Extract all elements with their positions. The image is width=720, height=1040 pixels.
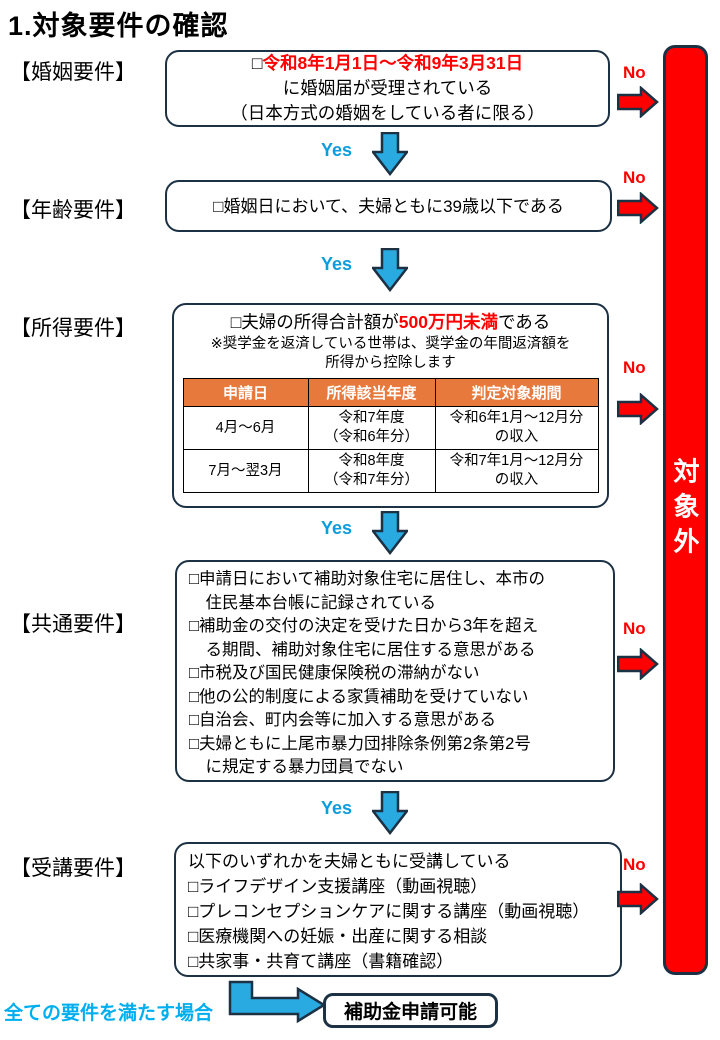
marriage-requirement-box: □令和8年1月1日～令和9年3月31日 に婚姻届が受理されている （日本方式の婚… <box>165 50 610 127</box>
excluded-bar-text: 対象外 <box>670 457 700 563</box>
marriage-line3: （日本方式の婚姻をしている者に限る） <box>230 103 545 123</box>
course-text: 以下のいずれかを夫婦ともに受講している □ライフデザイン支援講座（動画視聴） □… <box>188 852 590 971</box>
right-arrow-icon <box>617 86 659 118</box>
right-arrow-icon <box>617 883 659 915</box>
down-arrow-icon <box>372 132 408 176</box>
yes-label-2: Yes <box>321 254 353 274</box>
no-label-5: No <box>623 855 646 874</box>
marriage-line2: に婚姻届が受理されている <box>282 78 493 98</box>
label-common: 【共通要件】 <box>10 613 136 636</box>
yes-label-4: Yes <box>321 798 353 818</box>
elbow-arrow-icon <box>228 980 327 1024</box>
age-requirement-box: □婚姻日において、夫婦ともに39歳以下である <box>165 180 612 232</box>
table-cell: 7月～翌3月 <box>182 449 309 493</box>
result-box-text: 補助金申請可能 <box>343 1002 477 1023</box>
income-limit: 500万円未満 <box>398 312 498 332</box>
label-income: 【所得要件】 <box>10 317 136 340</box>
no-label-4: No <box>623 619 646 638</box>
right-arrow-icon <box>617 192 659 224</box>
no-label-1: No <box>623 63 646 82</box>
table-header-row: 申請日 所得該当年度 判定対象期間 <box>182 378 599 407</box>
marriage-line1: □令和8年1月1日～令和9年3月31日 <box>251 53 524 73</box>
table-row: 4月～6月 令和7年度 （令和6年分） 令和6年1月～12月分 の収入 <box>182 406 599 450</box>
yes-label-1: Yes <box>321 140 353 160</box>
excluded-bar: 対象外 <box>663 45 708 975</box>
income-line1: □夫婦の所得合計額が500万円未満である <box>230 312 551 332</box>
right-arrow-icon <box>617 648 659 680</box>
table-header-application-date: 申請日 <box>182 378 309 407</box>
label-course: 【受講要件】 <box>10 857 136 880</box>
down-arrow-icon <box>372 511 408 555</box>
table-row: 7月～翌3月 令和8年度 （令和7年分） 令和7年1月～12月分 の収入 <box>182 449 599 493</box>
income-requirement-box: □夫婦の所得合計額が500万円未満である ※奨学金を返済している世帯は、奨学金の… <box>172 303 609 508</box>
down-arrow-icon <box>372 791 408 835</box>
page-title: 1.対象要件の確認 <box>8 11 229 41</box>
income-note: ※奨学金を返済している世帯は、奨学金の年間返済額を 所得から控除します <box>210 336 571 371</box>
table-cell: 令和7年1月～12月分 の収入 <box>434 449 599 493</box>
table-cell: 令和7年度 （令和6年分） <box>307 406 436 450</box>
table-cell: 令和6年1月～12月分 の収入 <box>434 406 599 450</box>
table-header-income-year: 所得該当年度 <box>307 378 436 407</box>
all-requirements-met-text: 全ての要件を満たす場合 <box>4 1003 214 1024</box>
label-marriage: 【婚姻要件】 <box>10 61 136 84</box>
common-text: □申請日において補助対象住宅に居住し、本市の 住民基本台帳に記録されている □補… <box>189 570 545 776</box>
table-header-target-period: 判定対象期間 <box>434 378 599 407</box>
no-label-2: No <box>623 168 646 187</box>
income-period-table: 申請日 所得該当年度 判定対象期間 4月～6月 令和7年度 （令和6年分） 令和… <box>182 378 599 493</box>
right-arrow-icon <box>617 393 659 425</box>
common-requirement-box: □申請日において補助対象住宅に居住し、本市の 住民基本台帳に記録されている □補… <box>175 560 615 782</box>
table-cell: 4月～6月 <box>182 406 309 450</box>
course-requirement-box: 以下のいずれかを夫婦ともに受講している □ライフデザイン支援講座（動画視聴） □… <box>174 842 622 977</box>
no-label-3: No <box>623 358 646 377</box>
marriage-date-range: 令和8年1月1日～令和9年3月31日 <box>262 53 524 73</box>
result-box: 補助金申請可能 <box>323 993 498 1028</box>
down-arrow-icon <box>372 248 408 292</box>
label-age: 【年齢要件】 <box>10 199 136 222</box>
yes-label-3: Yes <box>321 518 353 538</box>
age-text: □婚姻日において、夫婦ともに39歳以下である <box>213 196 564 216</box>
table-cell: 令和8年度 （令和7年分） <box>307 449 436 493</box>
